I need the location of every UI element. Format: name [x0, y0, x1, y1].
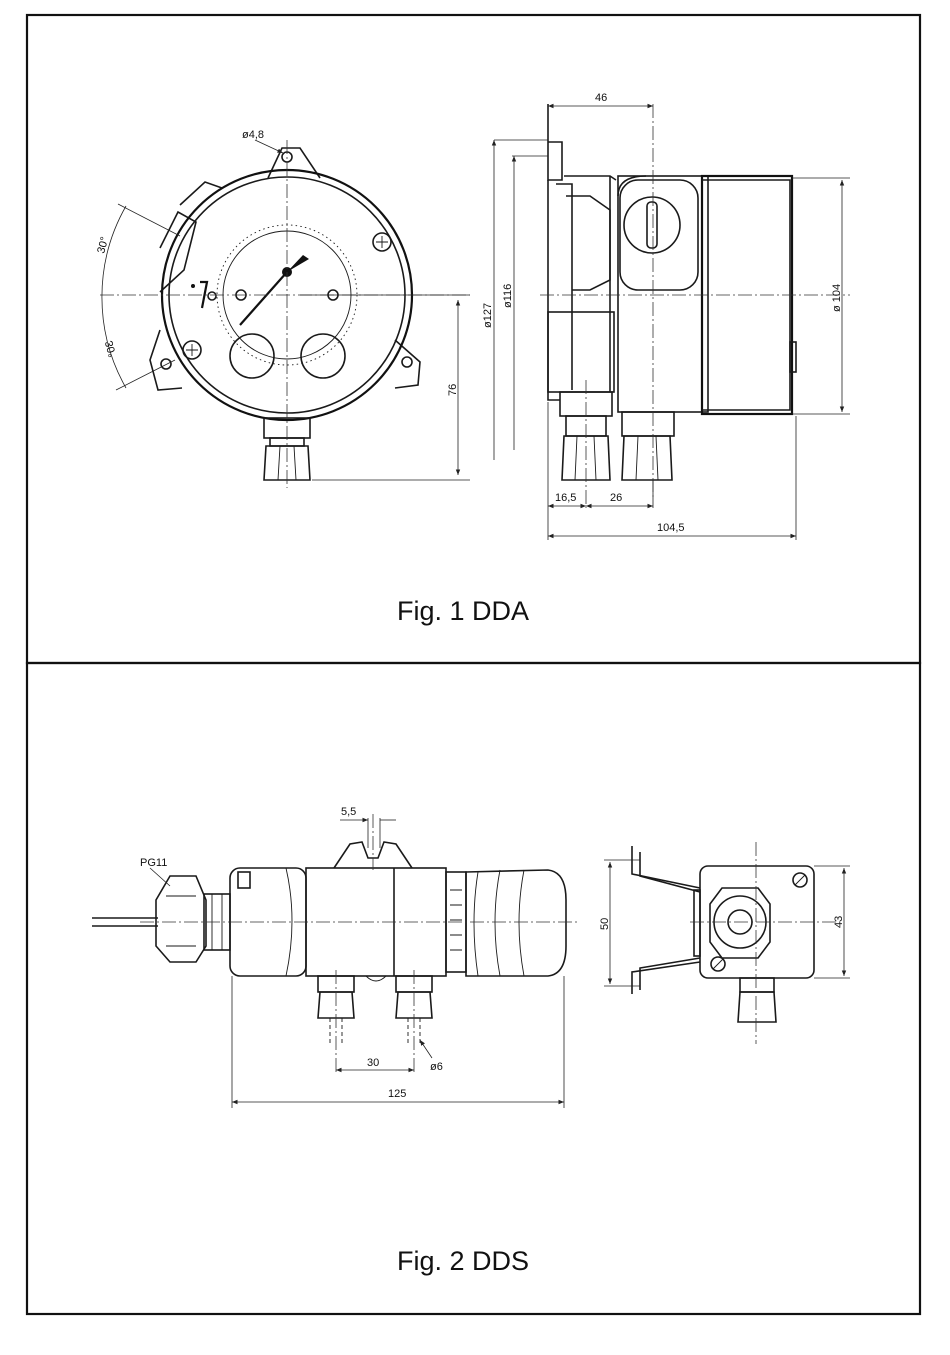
fig1-front-view: ø4,8 30° 30° 76	[95, 129, 470, 488]
fig2-side-view: PG11 5,5	[92, 806, 580, 1108]
dim-top-46: 46	[595, 92, 607, 104]
figure-1-caption: Fig. 1 DDA	[397, 596, 529, 626]
dim-pitch-30: 30	[367, 1057, 379, 1069]
fig1-side-view: 46 ø127 ø116 ø 104 16,5 26 104,5	[482, 92, 850, 540]
fig2-end-view: 50 43	[599, 842, 850, 1044]
figure-1-frame	[27, 15, 920, 663]
figure-2-caption: Fig. 2 DDS	[397, 1246, 529, 1276]
dim-height-76: 76	[447, 384, 459, 396]
dim-d104: ø 104	[831, 284, 843, 312]
dim-length-125: 125	[388, 1088, 406, 1100]
dim-length-104-5: 104,5	[657, 522, 685, 534]
dim-slot-5-5: 5,5	[341, 806, 356, 818]
dim-offset-16-5: 16,5	[555, 492, 576, 504]
dim-pipe-d6: ø6	[430, 1061, 443, 1073]
dim-d127: ø127	[482, 303, 494, 328]
dim-height-43: 43	[833, 916, 845, 928]
dim-d116: ø116	[502, 284, 514, 308]
dim-angle-lower: 30°	[103, 339, 119, 358]
dim-angle-upper: 30°	[95, 236, 111, 255]
dim-height-50: 50	[599, 918, 611, 930]
dim-hole-diameter: ø4,8	[242, 129, 264, 141]
figure-2-frame	[27, 663, 920, 1314]
dim-pitch-26: 26	[610, 492, 622, 504]
label-pg11: PG11	[140, 857, 167, 869]
